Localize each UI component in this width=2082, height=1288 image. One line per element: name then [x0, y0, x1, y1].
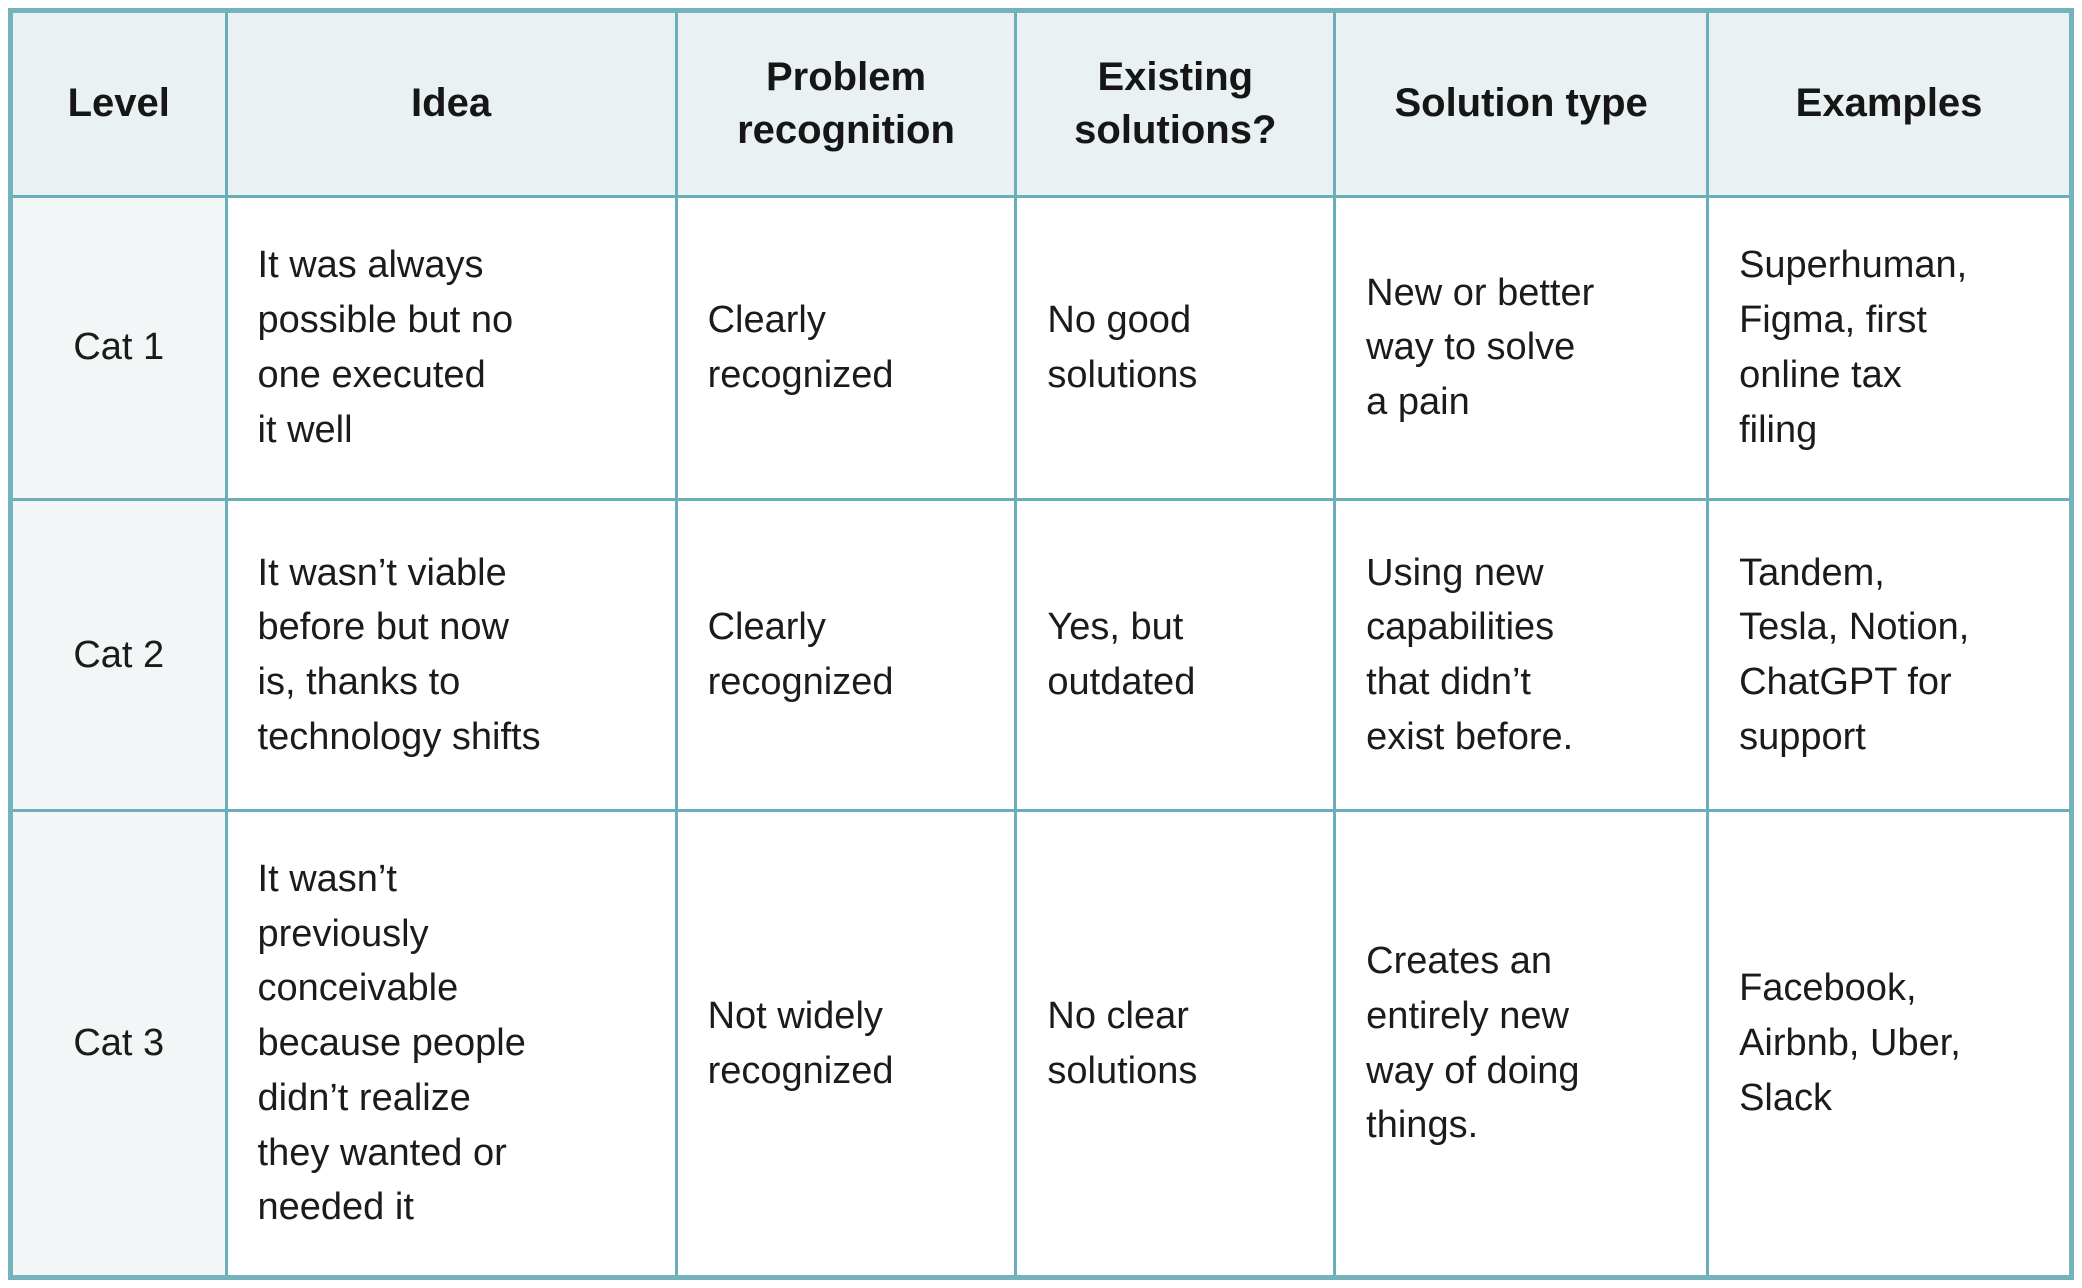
cell-cat2-examples: Tandem, Tesla, Notion, ChatGPT for suppo… [1706, 497, 2073, 813]
cell-cat1-idea: It was always possible but no one execut… [224, 194, 678, 501]
cell-cat2-level: Cat 2 [9, 497, 228, 813]
column-header-idea: Idea [224, 9, 678, 198]
column-header-examples: Examples [1706, 9, 2073, 198]
cell-cat2-idea: It wasn’t viable before but now is, than… [224, 497, 678, 813]
comparison-table: Level Idea Problem recognition Existing … [8, 8, 2074, 1280]
column-header-solution-type: Solution type [1333, 9, 1710, 198]
header-row: Level Idea Problem recognition Existing … [9, 9, 2073, 198]
table-row-cat3: Cat 3 It wasn’t previously conceivable b… [9, 809, 2073, 1279]
cell-cat1-solution: New or better way to solve a pain [1333, 194, 1710, 501]
cell-cat3-problem: Not widely recognized [674, 809, 1018, 1279]
table-row-cat2: Cat 2 It wasn’t viable before but now is… [9, 497, 2073, 813]
column-header-existing-solutions: Existing solutions? [1014, 9, 1337, 198]
cell-cat3-existing: No clear solutions [1014, 809, 1337, 1279]
cell-cat3-level: Cat 3 [9, 809, 228, 1279]
cell-cat3-idea: It wasn’t previously conceivable because… [224, 809, 678, 1279]
table-row-cat1: Cat 1 It was always possible but no one … [9, 194, 2073, 501]
cell-cat1-problem: Clearly recognized [674, 194, 1018, 501]
column-header-level: Level [9, 9, 228, 198]
cell-cat3-solution: Creates an entirely new way of doing thi… [1333, 809, 1710, 1279]
cell-cat1-existing: No good solutions [1014, 194, 1337, 501]
cell-cat1-level: Cat 1 [9, 194, 228, 501]
cell-cat1-examples: Superhuman, Figma, first online tax fili… [1706, 194, 2073, 501]
cell-cat3-examples: Facebook, Airbnb, Uber, Slack [1706, 809, 2073, 1279]
cell-cat2-solution: Using new capabilities that didn’t exist… [1333, 497, 1710, 813]
cell-cat2-problem: Clearly recognized [674, 497, 1018, 813]
column-header-problem-recognition: Problem recognition [674, 9, 1018, 198]
cell-cat2-existing: Yes, but outdated [1014, 497, 1337, 813]
